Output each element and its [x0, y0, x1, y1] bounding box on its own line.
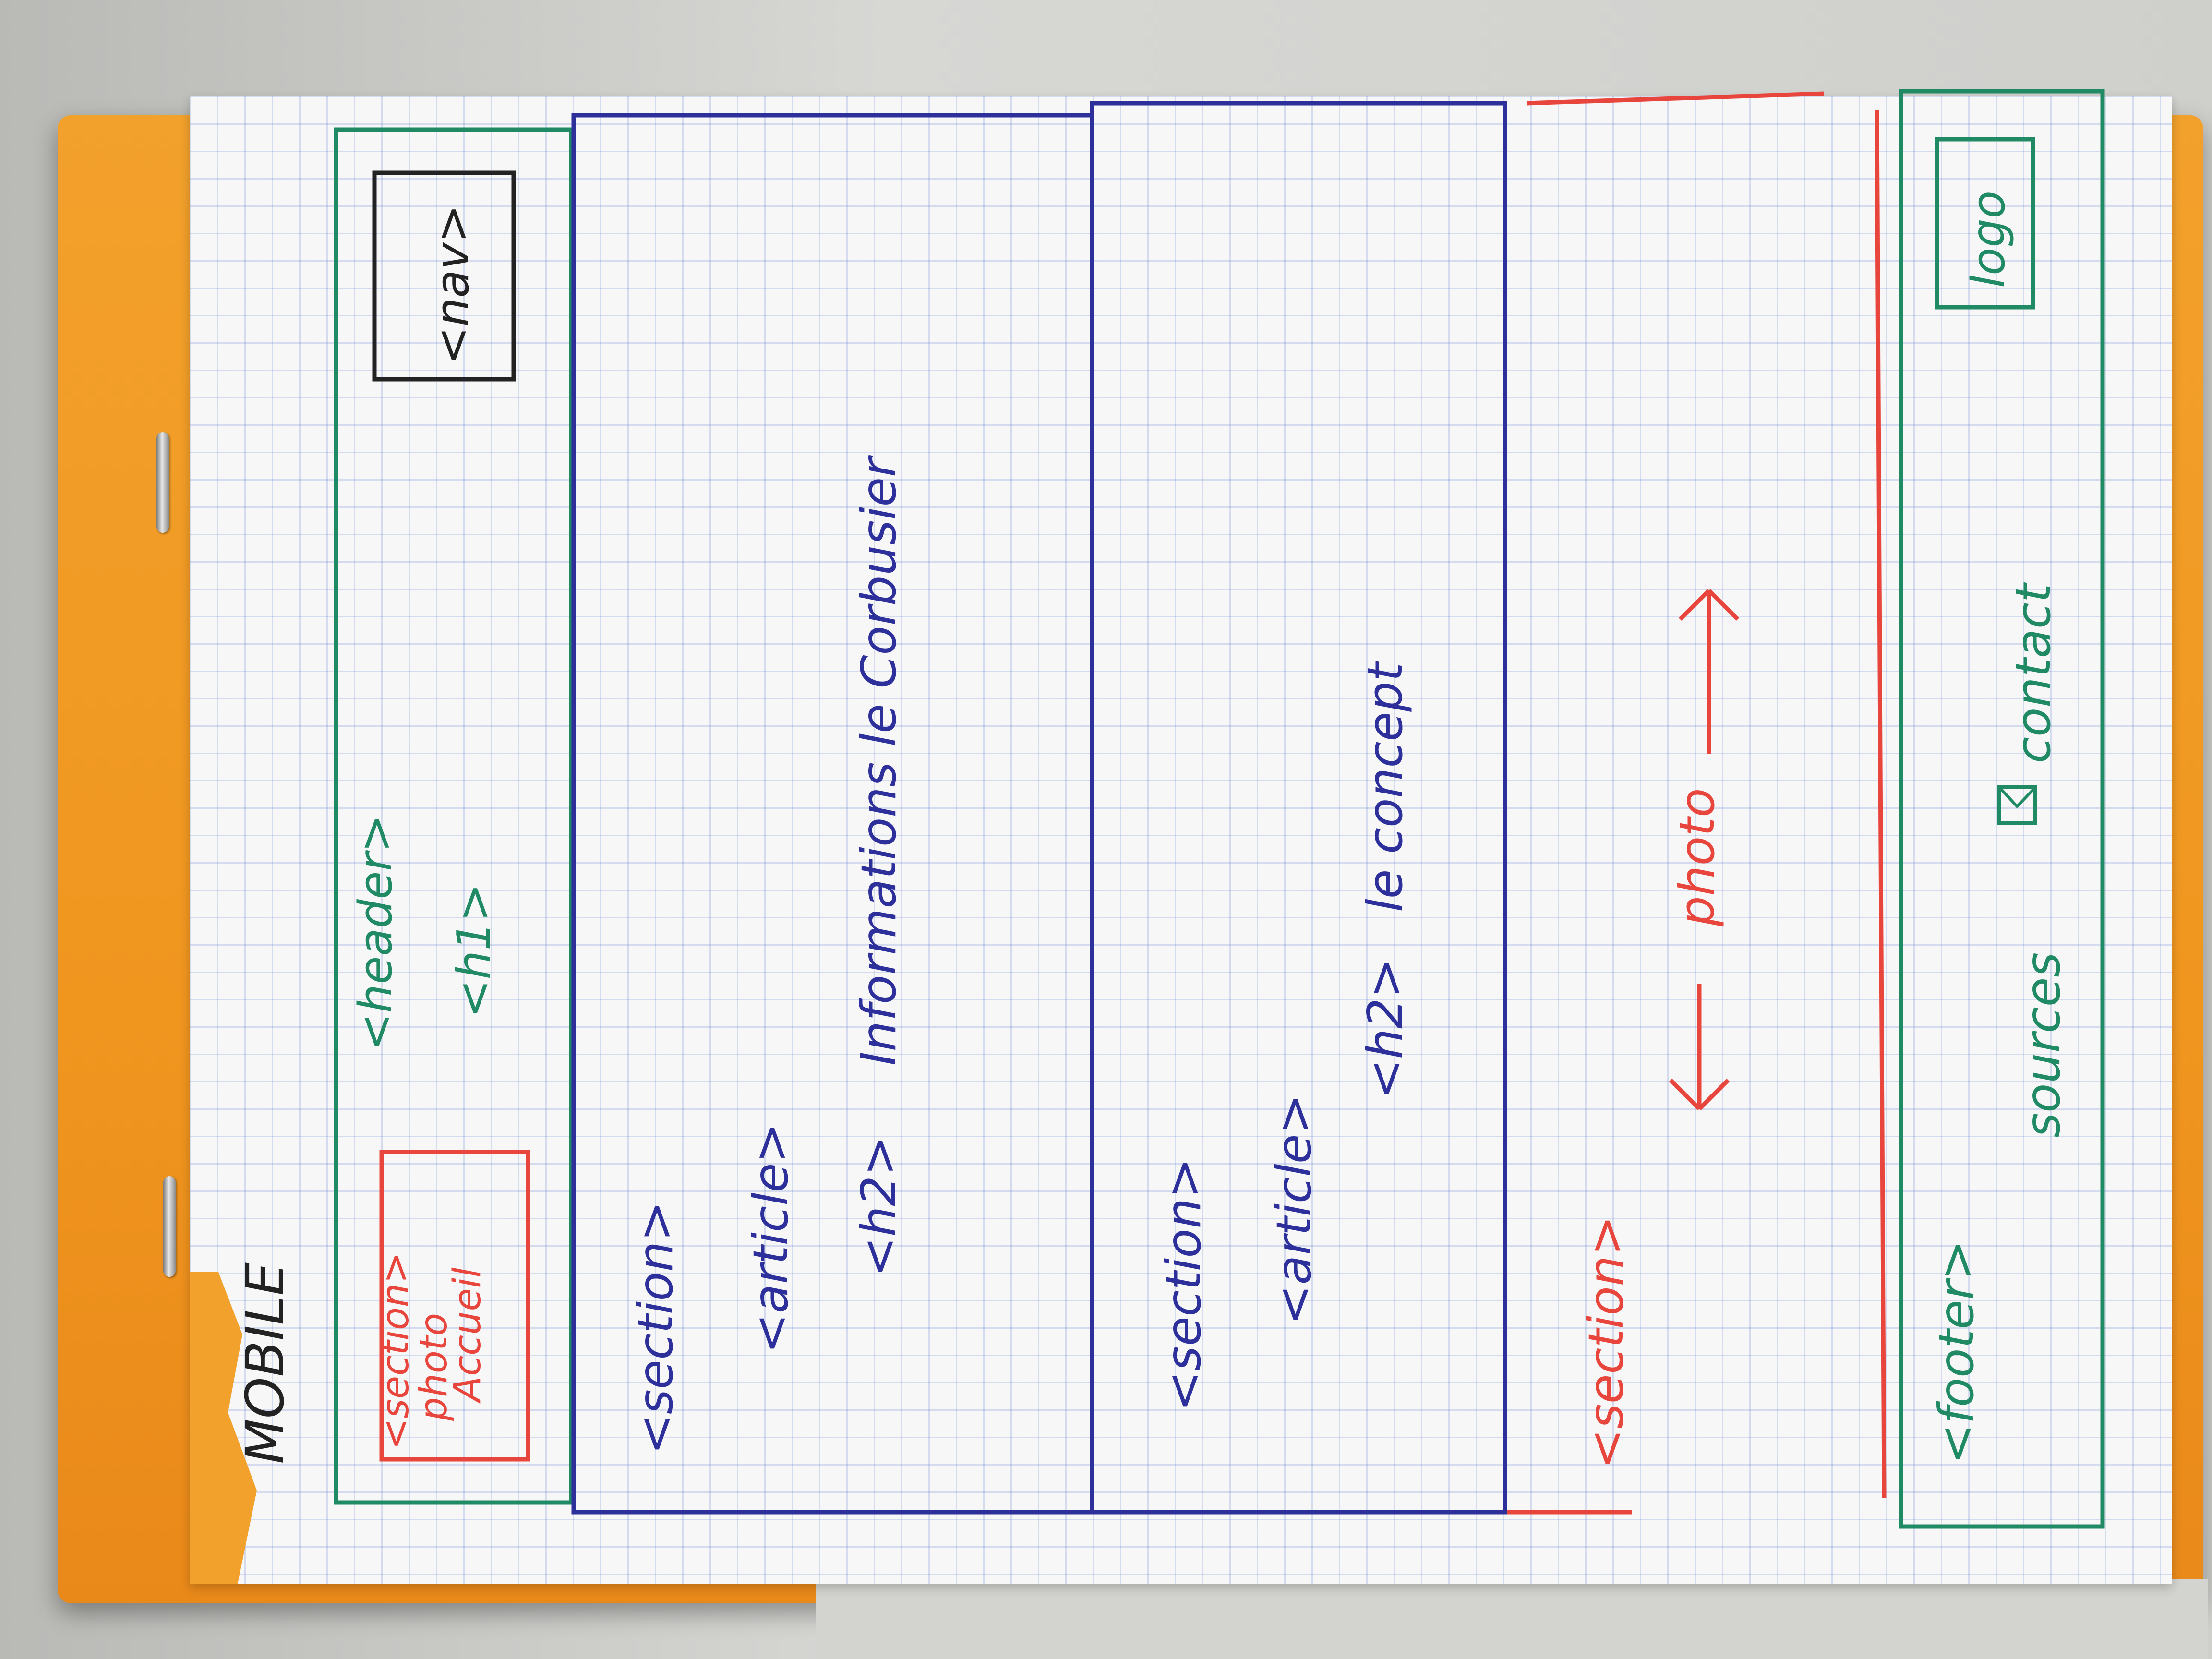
section-three-photo-text: photo — [1669, 788, 1725, 927]
hero-photo-box — [379, 1150, 530, 1462]
staple — [163, 1176, 176, 1277]
footer-tag: <footer> — [1928, 1240, 1984, 1464]
logo-box — [1935, 137, 2035, 310]
section-one-tag: <section> — [627, 1201, 684, 1455]
section-two-tag: <section> — [1155, 1158, 1212, 1411]
mail-icon-flap — [1998, 786, 2037, 809]
hero-photo-text: photo — [412, 1313, 456, 1421]
footer-logo: logo — [1962, 191, 2015, 288]
hero-section-tag: <section> — [374, 1252, 417, 1450]
section-three-side-line — [1875, 110, 1887, 1498]
header-tag: <header> — [349, 814, 402, 1051]
grid-paper-sheet — [190, 96, 2172, 1584]
header-box — [334, 127, 574, 1505]
h1-tag: <h1> — [448, 883, 501, 1018]
nav-box — [372, 170, 516, 382]
page-label: MOBILE — [234, 1262, 296, 1464]
mail-icon — [1997, 785, 2037, 825]
arrow-right — [1678, 589, 1740, 754]
hero-accueil-text: Accueil — [446, 1267, 489, 1404]
staple — [156, 432, 169, 533]
section-one-heading: Informations le Corbusier — [851, 455, 907, 1066]
nav-tag: <nav> — [426, 204, 479, 365]
desk-edge — [816, 1579, 2208, 1659]
section-one-h2-tag: <h2> — [851, 1135, 907, 1277]
section-two-box — [1090, 101, 1507, 1515]
section-two-h2-tag: <h2> — [1357, 958, 1413, 1099]
footer-sources: sources — [2015, 952, 2071, 1138]
section-one-article-tag: <article> — [743, 1123, 799, 1354]
section-three-top-line — [1526, 91, 1825, 106]
section-two-article-tag: <article> — [1266, 1094, 1322, 1325]
footer-box — [1899, 89, 2105, 1529]
section-two-heading: le concept — [1357, 661, 1413, 912]
arrow-left — [1669, 984, 1730, 1111]
section-three-tag: <section> — [1578, 1215, 1634, 1469]
footer-contact: contact — [2005, 582, 2061, 763]
